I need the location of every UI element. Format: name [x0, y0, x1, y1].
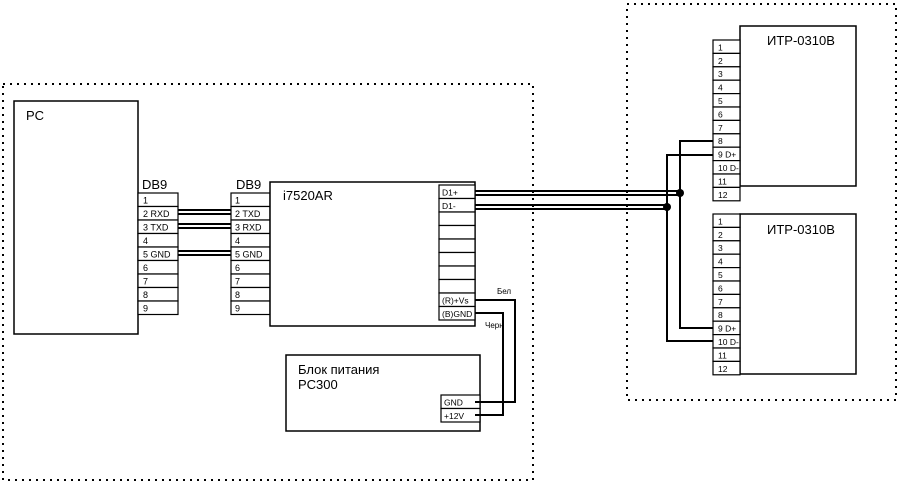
wires — [178, 140, 713, 416]
power-title-line1: Блок питания — [298, 362, 379, 377]
converter-connector-label: DB9 — [236, 177, 261, 192]
itr2-box — [739, 213, 857, 375]
power-terminal-strip: GND +12V — [440, 394, 481, 423]
pc-pin-cell — [137, 300, 179, 316]
itr1-pin-label: 4 — [718, 83, 723, 93]
converter-pin-label: 5 GND — [235, 250, 263, 260]
wire-vs-to-12v — [475, 299, 516, 403]
black-wire-label: Черн — [485, 321, 504, 330]
converter-pin-label: 9 — [235, 304, 240, 314]
wire-gnd-to-gnd — [475, 312, 504, 416]
itr2-pin-label: 4 — [718, 257, 723, 267]
converter-pin-label: 4 — [235, 236, 240, 246]
converter-pin-label: 6 — [235, 263, 240, 273]
itr1-pin-label: 11 — [718, 176, 727, 186]
converter-terminal-strip: D1+ D1- (R)+Vs (B)GND — [438, 184, 476, 321]
itr1-pin-label: 3 — [718, 69, 723, 79]
pc-pin-label: 9 — [143, 304, 148, 314]
itr1-title: ИТР-0310В — [767, 33, 835, 48]
converter-terminal-cell — [438, 251, 476, 267]
itr2-pin-label: 11 — [718, 350, 727, 360]
itr2-pin-label: 6 — [718, 283, 723, 293]
itr2-pin-label: 2 — [718, 230, 723, 240]
power-terminal-label: GND — [444, 398, 463, 408]
itr2-pin-label: 10 D- — [718, 337, 739, 347]
converter-pin-label: 1 — [235, 196, 240, 206]
pc-pin-label: 2 RXD — [143, 209, 170, 219]
converter-pin-label: 7 — [235, 277, 240, 287]
converter-title: i7520AR — [283, 188, 333, 203]
left-enclosure — [2, 83, 534, 481]
converter-pin-label: 8 — [235, 290, 240, 300]
pc-title: PC — [26, 108, 44, 123]
itr2-pin-cell — [712, 360, 741, 376]
itr1-pin-label: 7 — [718, 123, 723, 133]
pc-pin-label: 5 GND — [143, 250, 171, 260]
junction-dplus — [676, 189, 684, 197]
converter-terminal-label: (B)GND — [442, 309, 472, 319]
itr2-pin-label: 5 — [718, 270, 723, 280]
converter-terminal-label: (R)+Vs — [442, 296, 469, 306]
itr1-pin-label: 9 D+ — [718, 150, 736, 160]
itr2-title: ИТР-0310В — [767, 222, 835, 237]
itr2-pin-label: 12 — [718, 364, 728, 374]
converter-terminal-cell — [438, 265, 476, 281]
junction-dminus — [663, 203, 671, 211]
converter-terminal-cell — [438, 238, 476, 254]
pc-pin-label: 7 — [143, 277, 148, 287]
itr2-pin-label: 3 — [718, 243, 723, 253]
converter-pin-label: 2 TXD — [235, 209, 261, 219]
converter-terminal-label: D1+ — [442, 188, 458, 198]
itr1-pin-cell — [712, 186, 741, 202]
itr1-pin-label: 12 — [718, 190, 728, 200]
power-terminal-label: +12V — [444, 411, 464, 421]
itr2-pin-label: 7 — [718, 297, 723, 307]
right-enclosure — [626, 3, 897, 401]
itr1-pin-label: 5 — [718, 96, 723, 106]
itr2-pin-label: 1 — [718, 216, 723, 226]
wire-dplus-trunk — [679, 140, 713, 329]
converter-terminal-label: D1- — [442, 201, 456, 211]
converter-terminal-cell — [438, 224, 476, 240]
power-supply-block: Блок питания PC300 GND +12V — [285, 354, 481, 432]
converter-block: DB9 1 2 TXD 3 RXD 4 5 GND 6 7 8 9 i7520AR D1+ D1-… — [230, 177, 476, 327]
pc-pin-label: 6 — [143, 263, 148, 273]
pc-pin-label: 1 — [143, 196, 148, 206]
converter-terminal-cell — [438, 278, 476, 294]
pc-box — [13, 100, 139, 335]
pc-pin-label: 4 — [143, 236, 148, 246]
itr1-pin-label: 8 — [718, 136, 723, 146]
power-title-line2: PC300 — [298, 377, 338, 392]
pc-pin-label: 8 — [143, 290, 148, 300]
pc-connector-label: DB9 — [142, 177, 167, 192]
white-wire-label: Бел — [497, 287, 511, 296]
converter-terminal-cell — [438, 211, 476, 227]
itr1-pin-label: 1 — [718, 42, 723, 52]
converter-pin-label: 3 RXD — [235, 223, 262, 233]
itr2-pin-label: 8 — [718, 310, 723, 320]
wire-dminus-trunk — [666, 154, 713, 342]
pc-pin-strip: 1 2 RXD 3 TXD 4 5 GND 6 7 8 9 — [137, 192, 179, 316]
itr2-pin-label: 9 D+ — [718, 324, 736, 334]
pc-pin-label: 3 TXD — [143, 223, 169, 233]
itr1-box — [739, 25, 857, 187]
itr1-pin-label: 10 D- — [718, 163, 739, 173]
converter-pin-strip: 1 2 TXD 3 RXD 4 5 GND 6 7 8 9 — [230, 192, 271, 316]
itr1-pin-label: 2 — [718, 56, 723, 66]
itr1-pin-label: 6 — [718, 109, 723, 119]
pc-block: PC DB9 1 2 RXD 3 TXD 4 5 GND 6 7 8 9 — [13, 100, 179, 335]
